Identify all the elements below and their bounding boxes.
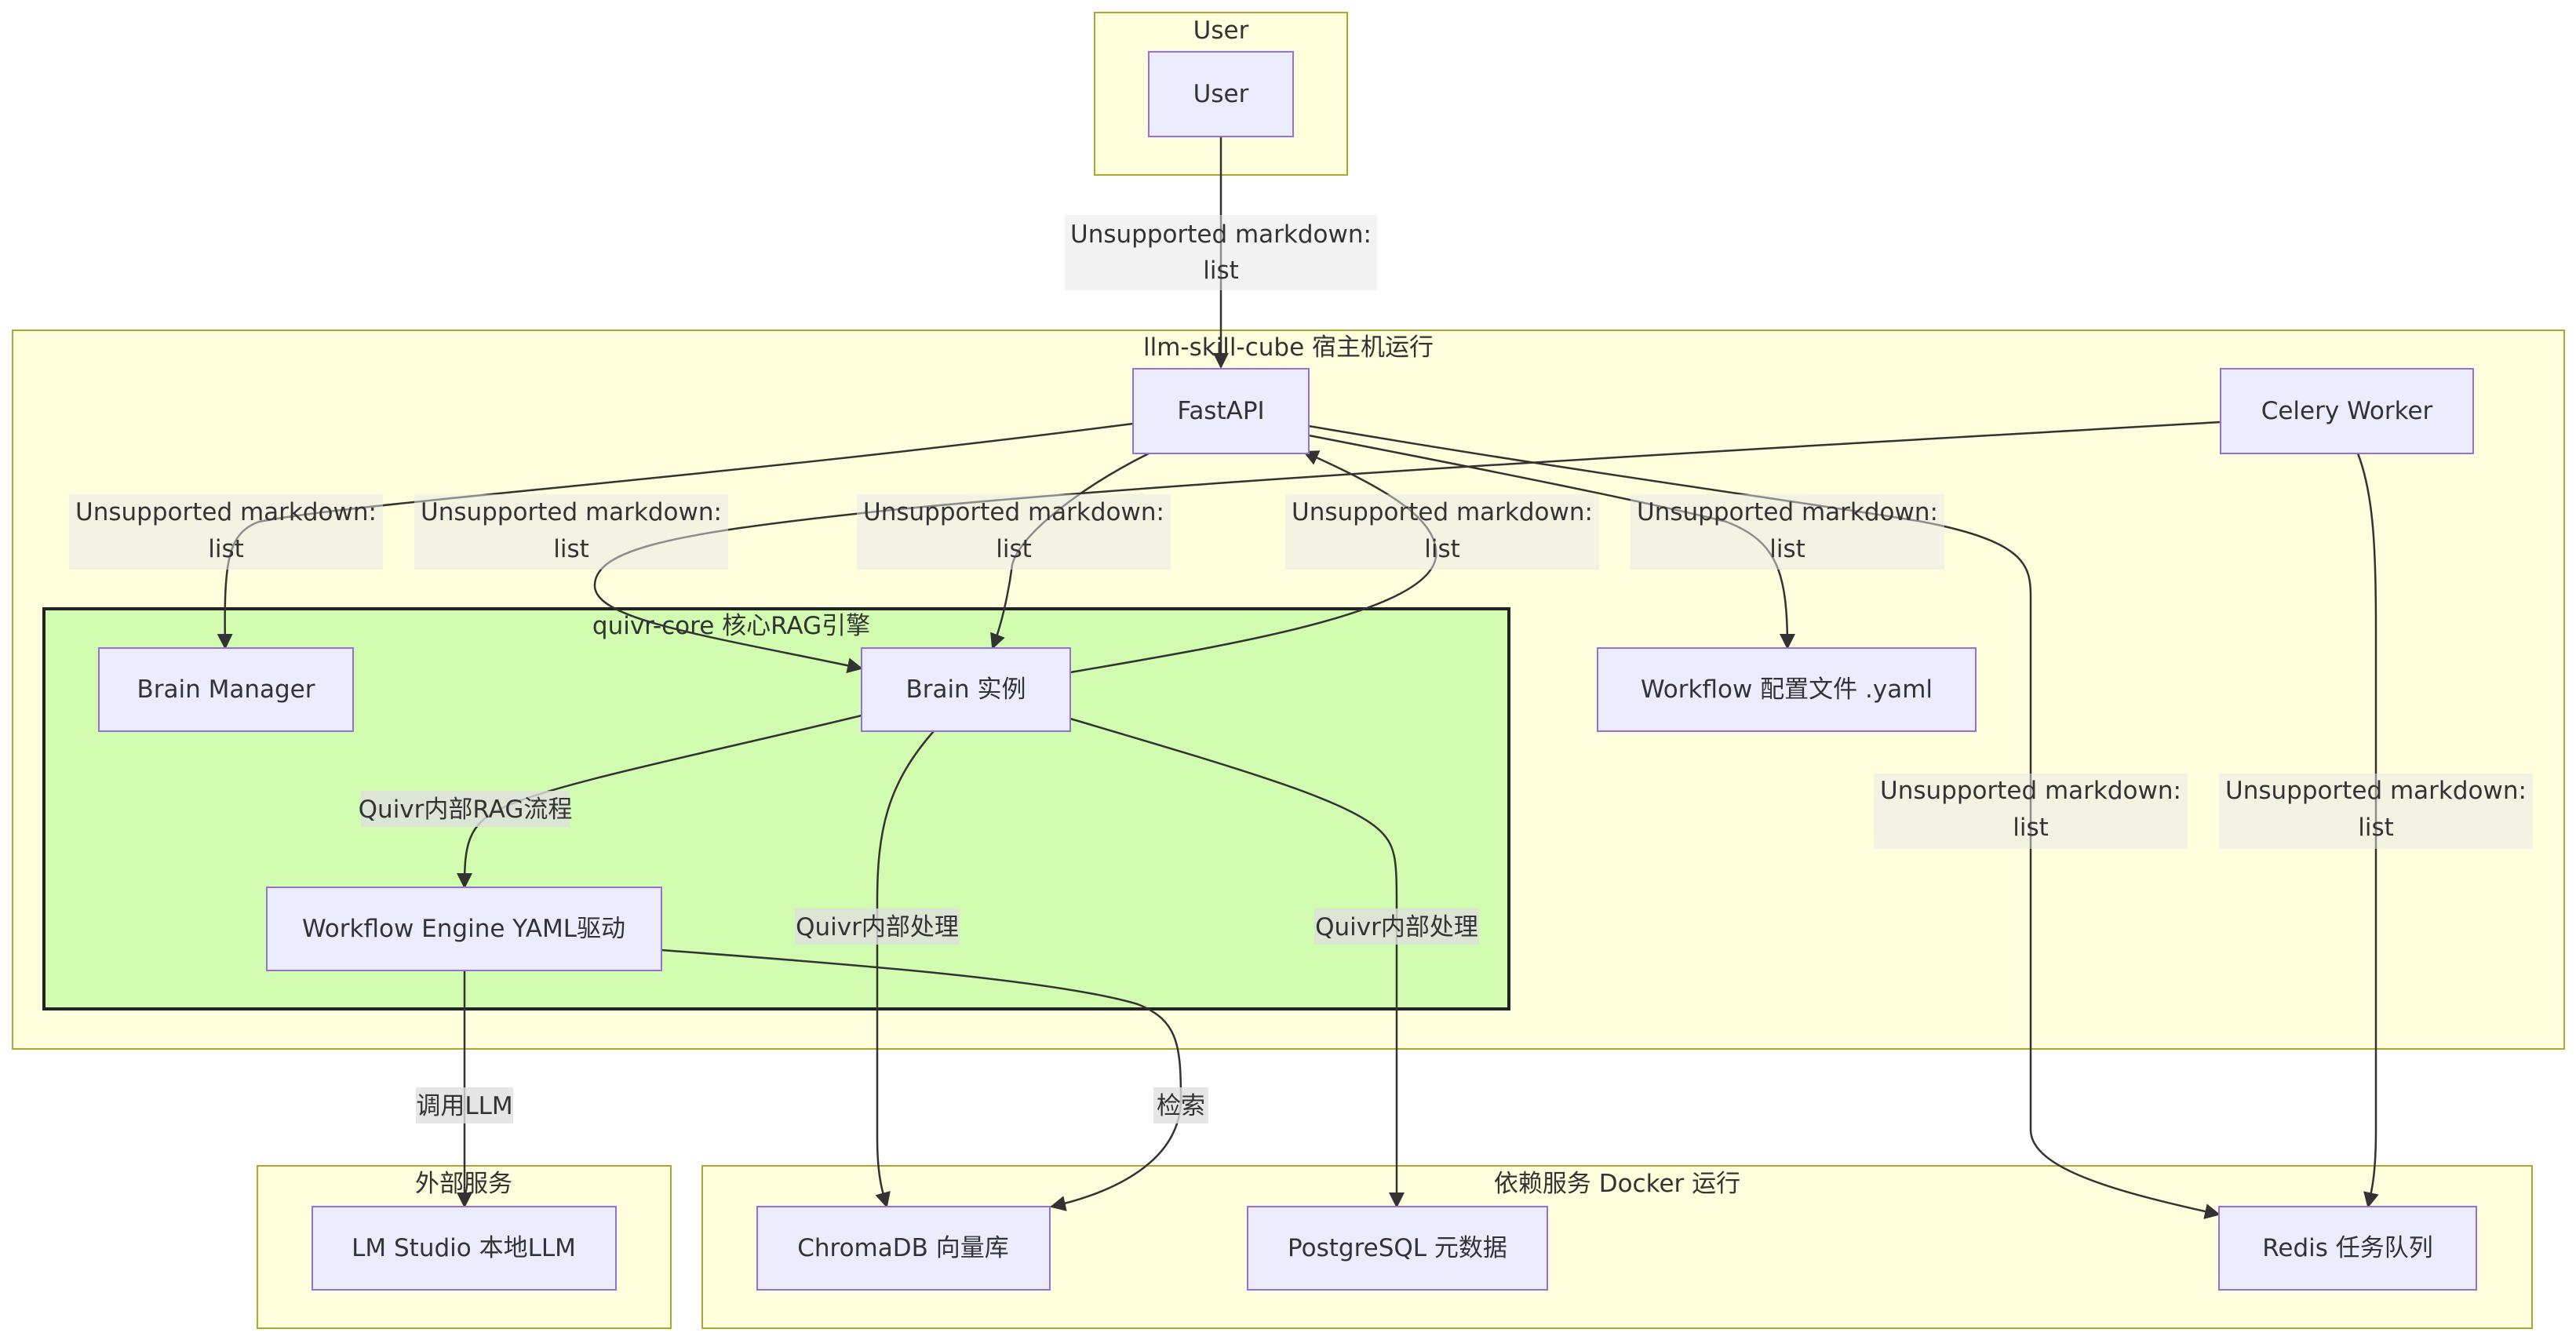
node-workflow-engine[interactable]: Workflow Engine YAML驱动 <box>266 887 662 971</box>
edge-label-call-llm: 调用LLM <box>416 1087 513 1123</box>
node-workflow-config[interactable]: Workflow 配置文件 .yaml <box>1597 647 1977 732</box>
node-postgres[interactable]: PostgreSQL 元数据 <box>1247 1206 1548 1291</box>
node-workflow-engine-label: Workflow Engine YAML驱动 <box>302 915 625 943</box>
node-lmstudio[interactable]: LM Studio 本地LLM <box>312 1206 617 1291</box>
node-redis-label: Redis 任务队列 <box>2262 1234 2433 1262</box>
svg-text:list: list <box>2358 814 2394 842</box>
edge-label-brain-manager: Unsupported markdown: list <box>69 494 383 570</box>
svg-text:list: list <box>208 535 244 563</box>
svg-text:Unsupported markdown:: Unsupported markdown: <box>1070 220 1372 249</box>
node-brain-manager[interactable]: Brain Manager <box>98 647 354 732</box>
edge-label-quivr-process-postgres: Quivr内部处理 <box>1314 909 1479 945</box>
cluster-core-title: quivr-core 核心RAG引擎 <box>592 612 870 640</box>
edge-fastapi-redis <box>1308 424 2221 1219</box>
edge-label-user-fastapi: Unsupported markdown: list <box>1065 215 1377 290</box>
edge-label-retrieve: 检索 <box>1153 1087 1208 1123</box>
svg-text:Unsupported markdown:: Unsupported markdown: <box>863 498 1164 526</box>
svg-text:Unsupported markdown:: Unsupported markdown: <box>2225 777 2527 805</box>
node-user[interactable]: User <box>1148 51 1294 137</box>
node-postgres-label: PostgreSQL 元数据 <box>1288 1234 1507 1262</box>
node-chromadb-label: ChromaDB 向量库 <box>797 1234 1009 1262</box>
edge-celery-redis <box>2356 453 2379 1208</box>
edge-label-fastapi-workflow-config: Unsupported markdown: list <box>1630 494 1944 570</box>
node-chromadb[interactable]: ChromaDB 向量库 <box>756 1206 1051 1291</box>
node-lmstudio-label: LM Studio 本地LLM <box>352 1234 576 1262</box>
node-celery-worker[interactable]: Celery Worker <box>2220 368 2474 454</box>
svg-text:Quivr内部处理: Quivr内部处理 <box>1315 913 1478 941</box>
node-celery-worker-label: Celery Worker <box>2261 397 2433 425</box>
edge-label-quivr-rag: Quivr内部RAG流程 <box>359 791 573 827</box>
svg-text:Unsupported markdown:: Unsupported markdown: <box>1637 498 1938 526</box>
node-fastapi-label: FastAPI <box>1177 397 1264 425</box>
node-user-label: User <box>1193 80 1249 108</box>
node-brain-label: Brain 实例 <box>905 675 1026 704</box>
node-brain-manager-label: Brain Manager <box>137 675 315 704</box>
svg-text:Unsupported markdown:: Unsupported markdown: <box>75 498 377 526</box>
svg-text:Unsupported markdown:: Unsupported markdown: <box>421 498 722 526</box>
edge-label-fastapi-brain: Unsupported markdown: list <box>857 494 1171 570</box>
svg-text:list: list <box>1203 257 1239 285</box>
edge-label-brain-fastapi: Unsupported markdown: list <box>1285 494 1599 570</box>
edge-label-celery-brain: Unsupported markdown: list <box>414 494 728 570</box>
svg-text:Unsupported markdown:: Unsupported markdown: <box>1292 498 1593 526</box>
svg-text:list: list <box>553 535 589 563</box>
edge-engine-chromadb <box>661 949 1182 1211</box>
node-fastapi[interactable]: FastAPI <box>1132 368 1310 454</box>
edge-celery-brain <box>593 421 2221 674</box>
svg-text:Quivr内部处理: Quivr内部处理 <box>796 913 959 941</box>
node-workflow-config-label: Workflow 配置文件 .yaml <box>1641 675 1933 704</box>
svg-text:检索: 检索 <box>1157 1092 1205 1120</box>
edge-brain-postgres <box>1069 717 1405 1208</box>
edge-label-celery-redis: Unsupported markdown: list <box>2219 774 2533 849</box>
cluster-user-title: User <box>1193 16 1249 45</box>
svg-text:调用LLM: 调用LLM <box>416 1092 512 1120</box>
edge-label-fastapi-redis: Unsupported markdown: list <box>1874 774 2188 849</box>
svg-text:list: list <box>2013 814 2049 842</box>
edges <box>217 137 2379 1219</box>
svg-text:Quivr内部RAG流程: Quivr内部RAG流程 <box>359 796 573 824</box>
node-redis[interactable]: Redis 任务队列 <box>2218 1206 2477 1291</box>
svg-text:Unsupported markdown:: Unsupported markdown: <box>1880 777 2181 805</box>
svg-text:list: list <box>1769 535 1805 563</box>
edge-label-quivr-process-chromadb: Quivr内部处理 <box>795 909 960 945</box>
cluster-deps-title: 依赖服务 Docker 运行 <box>1494 1170 1740 1198</box>
edge-brain-fastapi <box>1069 450 1437 674</box>
svg-text:list: list <box>1424 535 1460 563</box>
svg-text:list: list <box>996 535 1032 563</box>
node-brain[interactable]: Brain 实例 <box>861 647 1071 732</box>
edge-brain-chromadb <box>875 730 935 1208</box>
cluster-host-title: llm-skill-cube 宿主机运行 <box>1143 333 1434 362</box>
